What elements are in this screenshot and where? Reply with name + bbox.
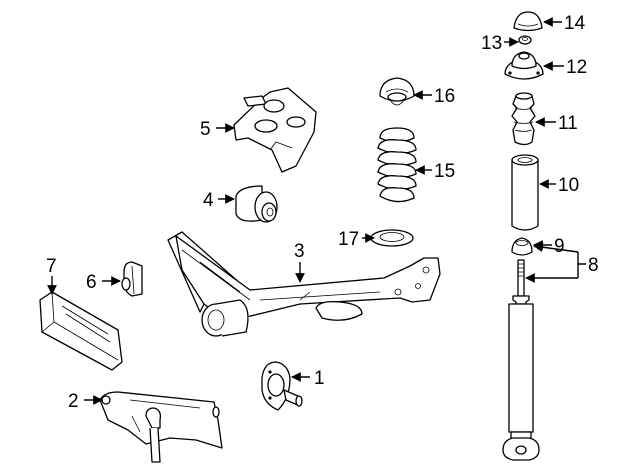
- callout-16: 16: [434, 86, 455, 107]
- part-15-coil-spring: [377, 127, 417, 203]
- callout-14: 14: [564, 13, 586, 34]
- callout-11: 11: [558, 113, 578, 134]
- part-10-dust-boot: [511, 154, 539, 231]
- callout-1: 1: [314, 368, 325, 389]
- callout-15: 15: [434, 161, 455, 182]
- callout-13: 13: [481, 33, 502, 54]
- callout-leaders: [47, 17, 586, 405]
- callout-4: 4: [203, 190, 214, 211]
- part-16-spring-seat-upper: [379, 77, 415, 106]
- callout-8: 8: [588, 255, 599, 276]
- part-5-mounting-bracket: [233, 87, 317, 173]
- callout-5: 5: [200, 119, 211, 140]
- callout-17: 17: [338, 229, 359, 250]
- part-11-bump-stop: [511, 92, 536, 146]
- part-7-heat-shield: [39, 291, 123, 371]
- part-8-shock-absorber: [502, 259, 540, 461]
- part-2-underbody-shield: [99, 391, 223, 463]
- part-14-top-cap: [513, 11, 543, 32]
- leader-8-bracket: [577, 252, 586, 278]
- part-9-damper-cap: [511, 237, 533, 256]
- callout-labels: 1 2 3 4 5 6 7 8 9 10 11 12 13 14 15 16 1…: [46, 13, 599, 412]
- part-4-bushing: [235, 185, 278, 223]
- callout-7: 7: [46, 256, 57, 277]
- callout-3: 3: [294, 241, 305, 262]
- callout-9: 9: [554, 236, 565, 257]
- callout-10: 10: [558, 175, 579, 196]
- part-3-axle-beam: [167, 231, 441, 337]
- part-17-spring-seat-lower: [370, 229, 414, 247]
- part-6-small-bushing: [121, 261, 143, 297]
- callout-6: 6: [86, 272, 97, 293]
- part-13-nut: [518, 35, 532, 45]
- part-12-strut-mount: [504, 51, 544, 80]
- part-1-stub-axle: [261, 361, 303, 411]
- callout-12: 12: [566, 57, 587, 78]
- callout-2: 2: [68, 391, 79, 412]
